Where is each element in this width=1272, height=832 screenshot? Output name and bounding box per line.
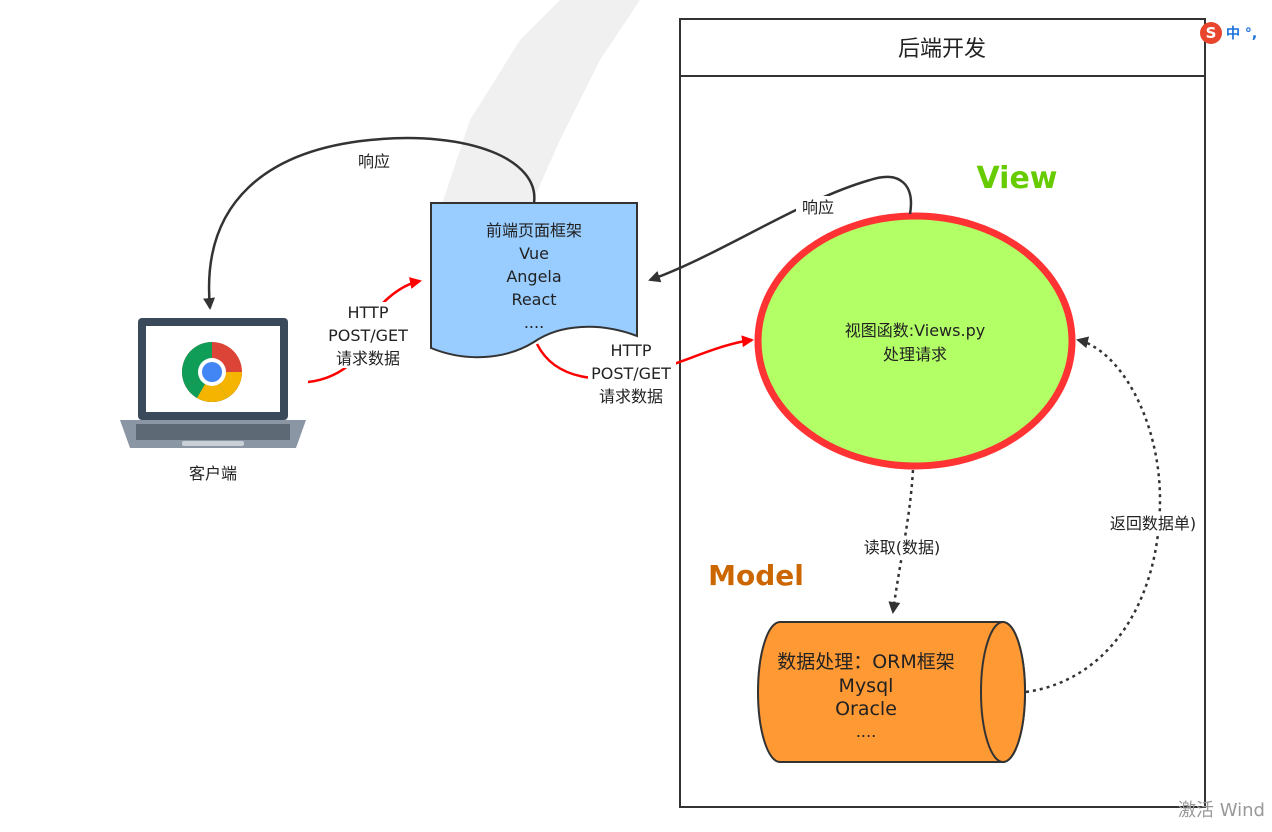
model-line: Oracle	[835, 698, 897, 720]
model-line: 数据处理：ORM框架	[777, 651, 955, 673]
view-heading: View	[976, 161, 1057, 196]
chrome-icon	[181, 342, 243, 403]
laptop-icon	[120, 318, 306, 448]
view-line: 处理请求	[883, 345, 947, 364]
edge-view-to-frontend	[648, 175, 913, 283]
frontend-line: 前端页面框架	[486, 221, 582, 240]
model-line: ....	[856, 722, 876, 741]
edge-label-read: 读取(数据)	[864, 538, 941, 557]
edge-label-request-left: POST/GET	[328, 326, 408, 345]
frontend-line: ....	[524, 313, 544, 332]
view-line: 视图函数:Views.py	[845, 321, 985, 340]
edge-label-request-right: POST/GET	[591, 364, 671, 383]
model-heading: Model	[708, 559, 804, 592]
frontend-line: React	[511, 290, 556, 309]
frontend-line: Angela	[506, 267, 561, 286]
client-label: 客户端	[189, 464, 237, 483]
backend-title: 后端开发	[898, 37, 986, 62]
ime-indicator[interactable]: S 中 °,	[1200, 21, 1257, 45]
frontend-line: Vue	[519, 244, 549, 263]
edge-frontend-to-client	[203, 136, 536, 310]
edge-label-response-right: 响应	[802, 198, 834, 217]
edge-label-response-left: 响应	[358, 152, 390, 171]
edge-label-return: 返回数据单)	[1110, 514, 1196, 533]
edge-model-to-view	[1025, 336, 1162, 694]
edge-label-request-left: HTTP	[348, 303, 389, 322]
model-node: 数据处理：ORM框架 Mysql Oracle ....	[757, 621, 1026, 763]
edge-label-request-right: HTTP	[611, 341, 652, 360]
activation-watermark: 激活 Wind	[1178, 800, 1265, 821]
background-watermark	[430, 0, 640, 240]
edge-label-request-right: 请求数据	[599, 387, 663, 406]
sogou-logo-icon: S	[1200, 22, 1222, 44]
ime-mode-text: 中 °,	[1226, 26, 1258, 42]
edge-label-request-left: 请求数据	[336, 349, 400, 368]
frontend-framework-node: 前端页面框架 Vue Angela React ....	[430, 202, 638, 359]
view-ellipse	[754, 212, 1076, 470]
view-node: 视图函数:Views.py 处理请求	[754, 212, 1076, 470]
model-line: Mysql	[839, 675, 894, 697]
